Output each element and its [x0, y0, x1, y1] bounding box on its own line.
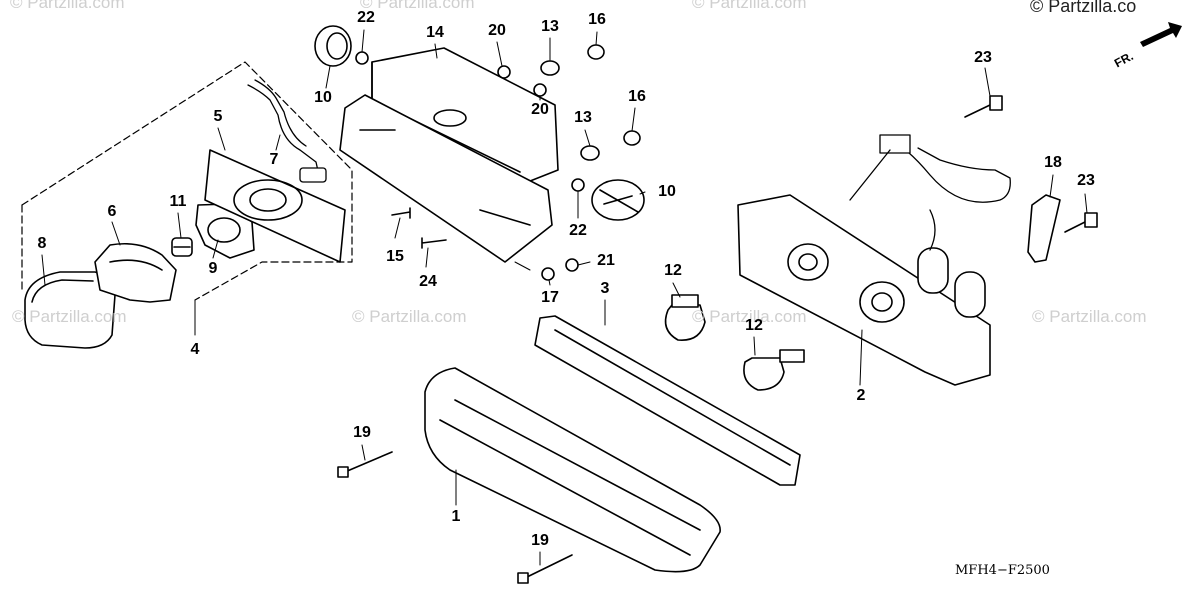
part-10-grommet-lower	[591, 179, 645, 221]
callout-5[interactable]: 5	[213, 108, 223, 125]
callout-20-lower[interactable]: 20	[531, 101, 549, 118]
callout-9[interactable]: 9	[208, 260, 218, 277]
part-8-lens	[24, 271, 116, 349]
callout-13-upper[interactable]: 13	[541, 18, 559, 35]
callout-15[interactable]: 15	[386, 248, 404, 265]
callout-17[interactable]: 17	[541, 289, 559, 306]
callout-21[interactable]: 21	[597, 252, 615, 269]
part-5-reflector	[204, 149, 346, 263]
callout-23-upper[interactable]: 23	[974, 49, 992, 66]
callout-16-lower[interactable]: 16	[628, 88, 646, 105]
watermark: © Partzilla.com	[12, 307, 127, 326]
housing-wiring	[849, 134, 1011, 251]
watermark: © Partzilla.com	[1032, 307, 1147, 326]
callout-22-upper[interactable]: 22	[357, 9, 375, 26]
part-10-grommet-upper	[314, 25, 352, 67]
callout-22-lower[interactable]: 22	[569, 222, 587, 239]
callout-7[interactable]: 7	[269, 151, 279, 168]
callout-16-upper[interactable]: 16	[588, 11, 606, 28]
watermark: © Partzilla.com	[352, 307, 467, 326]
part-12-bulb-upper	[664, 294, 706, 341]
callout-12-upper[interactable]: 12	[664, 262, 682, 279]
part-1-lens	[424, 367, 721, 573]
part-18-bracket	[1027, 194, 1061, 263]
callout-6[interactable]: 6	[107, 203, 117, 220]
watermark: © Partzilla.com	[360, 0, 475, 12]
leader-lines	[41, 29, 1088, 566]
callout-19-lower[interactable]: 19	[531, 532, 549, 549]
watermark: © Partzilla.com	[692, 0, 807, 12]
screws-19	[337, 451, 573, 584]
screws-15-24	[391, 207, 447, 249]
callout-13-lower[interactable]: 13	[574, 109, 592, 126]
callout-8[interactable]: 8	[37, 235, 47, 252]
copyright-corner: © Partzilla.co	[1030, 0, 1137, 16]
callout-23-lower[interactable]: 23	[1077, 172, 1095, 189]
part-12-bulb-lower	[743, 349, 805, 391]
callout-19-upper[interactable]: 19	[353, 424, 371, 441]
callout-1[interactable]: 1	[451, 508, 461, 525]
part-11-bulb	[171, 237, 193, 257]
callout-18[interactable]: 18	[1044, 154, 1062, 171]
callout-3[interactable]: 3	[600, 280, 610, 297]
callout-20-upper[interactable]: 20	[488, 22, 506, 39]
front-direction-arrow-icon	[1140, 22, 1182, 47]
callout-2[interactable]: 2	[856, 387, 866, 404]
part-7-wiring	[247, 79, 327, 183]
watermark: © Partzilla.com	[692, 307, 807, 326]
diagram-code: MFH4−F2500	[955, 563, 1050, 578]
callout-14[interactable]: 14	[426, 24, 444, 41]
part-3-strip	[534, 315, 801, 486]
part-2-housing	[737, 194, 991, 386]
watermark: © Partzilla.com	[10, 0, 125, 12]
callout-11[interactable]: 11	[169, 193, 187, 210]
callout-10-lower[interactable]: 10	[658, 183, 676, 200]
callout-4[interactable]: 4	[190, 341, 200, 358]
part-6-housing	[94, 242, 177, 303]
callout-24[interactable]: 24	[419, 273, 437, 290]
callout-12-lower[interactable]: 12	[745, 317, 763, 334]
sub-assembly-outline	[21, 61, 353, 301]
callout-10-upper[interactable]: 10	[314, 89, 332, 106]
part-23-bolts	[964, 95, 1098, 233]
part-14-bracket	[339, 47, 559, 263]
